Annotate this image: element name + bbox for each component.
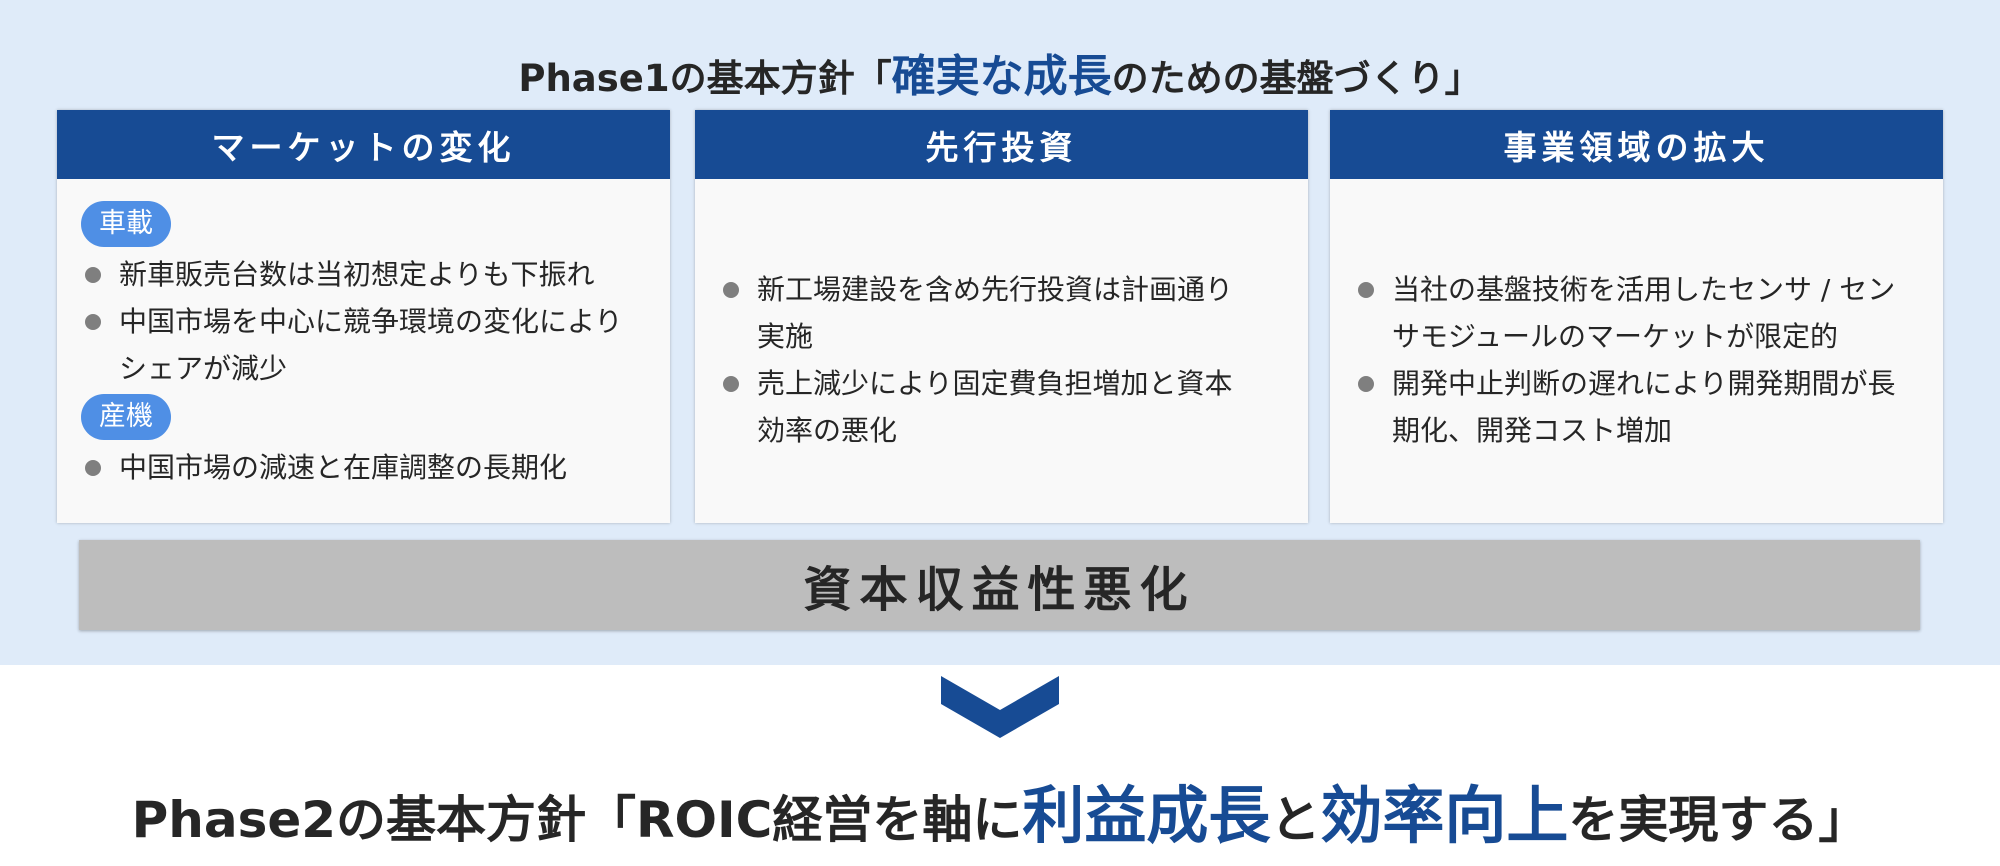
card-market-change: マーケットの変化 車載 新車販売台数は当初想定よりも下振れ 中国市場を中心に競争… [57,110,670,523]
phase2-text: を実現する」 [1568,791,1869,849]
tag-industrial: 産機 [81,394,171,440]
bullet-icon [723,282,739,298]
bullet-icon [1358,376,1374,392]
card-header: マーケットの変化 [57,110,670,179]
bullet-icon [1358,282,1374,298]
bullet-icon [723,376,739,392]
bullet-text: 新車販売台数は当初想定よりも下振れ [119,258,595,291]
list-item: 中国市場を中心に競争環境の変化によりシェアが減少 [81,298,648,392]
bullet-text: 中国市場の減速と在庫調整の長期化 [119,451,568,484]
card-header: 先行投資 [695,110,1308,179]
phase2-text: と [1270,791,1321,849]
bullet-text: 当社の基盤技術を活用したセンサ / センサモジュールのマーケットが限定的 [1392,273,1896,353]
list-item: 売上減少により固定費負担増加と資本効率の悪化 [719,360,1286,454]
phase2-highlight: 利益成長 [1022,779,1271,852]
bullet-text: 中国市場を中心に競争環境の変化によりシェアが減少 [119,305,623,385]
chevron-down-icon [941,676,1059,738]
phase1-prefix: Phase1の基本方針「 [518,57,892,100]
phase1-title: Phase1の基本方針「確実な成長のための基盤づくり」 [0,40,2000,104]
card-business-expansion: 事業領域の拡大 当社の基盤技術を活用したセンサ / センサモジュールのマーケット… [1330,110,1943,523]
phase2-text: Phase2の基本方針「ROIC経営を軸に [131,791,1023,849]
bullet-text: 開発中止判断の遅れにより開発期間が長期化、開発コスト増加 [1392,367,1896,447]
list-item: 新車販売台数は当初想定よりも下振れ [81,251,648,298]
list-item: 開発中止判断の遅れにより開発期間が長期化、開発コスト増加 [1354,360,1921,454]
bullet-icon [85,267,101,283]
list-item: 当社の基盤技術を活用したセンサ / センサモジュールのマーケットが限定的 [1354,266,1921,360]
phase2-title: Phase2の基本方針「ROIC経営を軸に利益成長と効率向上を実現する」 [0,765,2000,855]
phase1-suffix: のための基盤づくり」 [1111,57,1482,100]
list-item: 新工場建設を含め先行投資は計画通り実施 [719,266,1286,360]
bullet-text: 新工場建設を含め先行投資は計画通り実施 [757,273,1234,353]
bullet-icon [85,314,101,330]
phase2-highlight: 効率向上 [1320,779,1569,852]
bullet-text: 売上減少により固定費負担増加と資本効率の悪化 [757,367,1233,447]
card-advance-investment: 先行投資 新工場建設を含め先行投資は計画通り実施 売上減少により固定費負担増加と… [695,110,1308,523]
tag-automotive: 車載 [81,201,171,247]
card-header: 事業領域の拡大 [1330,110,1943,179]
result-bar: 資本収益性悪化 [79,540,1920,630]
phase1-highlight: 確実な成長 [891,51,1112,102]
list-item: 中国市場の減速と在庫調整の長期化 [81,444,648,491]
bullet-icon [85,460,101,476]
